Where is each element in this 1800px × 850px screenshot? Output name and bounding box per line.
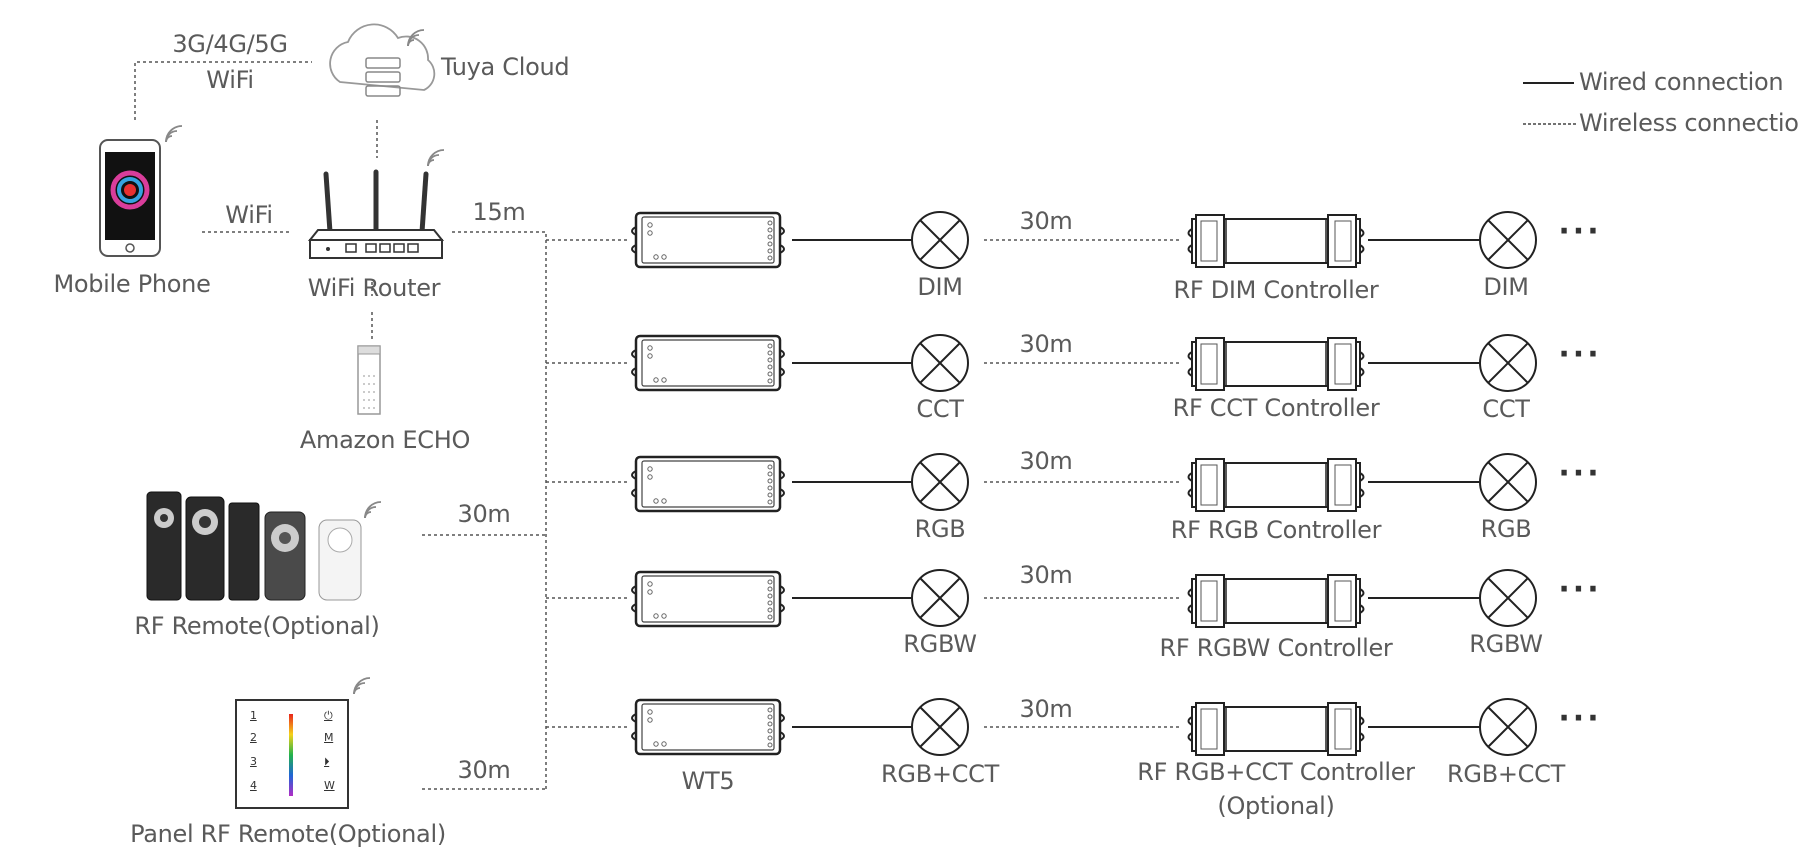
rf-controller-label: RF RGB+CCT Controller [1137,758,1415,786]
panel-remote-function-key: ⏵ [324,755,330,768]
rf-remote-distance-label: 30m [457,500,511,528]
rf-controller-optional-label: (Optional) [1217,792,1335,820]
panel-remote-function-key: W [324,779,335,792]
lamp-type-label-2: DIM [1483,273,1529,301]
rf-controller-label: RF CCT Controller [1172,394,1380,422]
lamp-type-label-2: RGB+CCT [1447,760,1565,788]
amazon-echo-label: Amazon ECHO [299,426,471,454]
lamp-icon [911,698,969,756]
rf-controller-label: RF DIM Controller [1173,276,1379,304]
rf-controller-icon [1187,702,1365,756]
more-devices-ellipsis: ··· [1558,214,1602,249]
cloud-icon [329,23,436,97]
wireless-distance-label: 30m [1019,207,1073,235]
network-label-wifi: WiFi [206,66,254,94]
lamp-icon [1479,569,1537,627]
wireless-distance-label: 30m [1019,561,1073,589]
wireless-distance-label: 30m [1019,330,1073,358]
mobile-phone-icon [99,125,183,257]
wt5-controller-icon [630,211,786,269]
panel-remote-function-key: ⏻ [324,709,333,722]
phone-wifi-label: WiFi [225,201,273,229]
wifi-router-icon [307,149,445,259]
lamp-type-label: RGBW [903,630,977,658]
panel-remote-function-key: M [324,731,334,744]
more-devices-ellipsis: ··· [1558,337,1602,372]
panel-rf-remote-icon [235,677,371,809]
lamp-icon [911,211,969,269]
legend-wired-label: Wired connection [1579,68,1784,96]
rf-controller-icon [1187,574,1365,628]
wt5-controller-icon [630,570,786,628]
lamp-icon [1479,698,1537,756]
amazon-echo-icon [357,345,381,415]
more-devices-ellipsis: ··· [1558,456,1602,491]
tuya-cloud-label: Tuya Cloud [441,53,570,81]
lamp-icon [911,453,969,511]
rf-remote-icons [146,491,382,601]
lamp-type-label-2: RGB [1480,515,1532,543]
rows-layer [630,211,1537,756]
rf-controller-icon [1187,214,1365,268]
rf-controller-icon [1187,458,1365,512]
rf-controller-icon [1187,337,1365,391]
wifi-router-label: WiFi Router [307,274,441,302]
panel-remote-number-key: 3 [250,755,257,768]
hub-links [422,231,628,790]
lamp-type-label: DIM [917,273,963,301]
lamp-icon [1479,453,1537,511]
wt5-controller-icon [630,334,786,392]
lamp-icon [911,569,969,627]
lamp-type-label-2: RGBW [1469,630,1543,658]
wt5-controller-icon [630,698,786,756]
more-devices-ellipsis: ··· [1558,701,1602,736]
rf-controller-label: RF RGB Controller [1170,516,1382,544]
lamp-icon [1479,334,1537,392]
lamp-type-label: RGB+CCT [881,760,999,788]
panel-remote-number-key: 4 [250,779,257,792]
panel-remote-distance-label: 30m [457,756,511,784]
lamp-type-label: RGB [914,515,966,543]
wt5-device-label: WT5 [681,767,735,795]
panel-rf-remote-label: Panel RF Remote(Optional) [130,820,446,848]
more-devices-ellipsis: ··· [1558,572,1602,607]
network-label-cellular: 3G/4G/5G [172,30,288,58]
panel-remote-number-key: 1 [250,709,257,722]
rf-controller-label: RF RGBW Controller [1159,634,1393,662]
lamp-type-label: CCT [916,395,964,423]
lamp-icon [911,334,969,392]
lamp-type-label-2: CCT [1482,395,1530,423]
cloud-links [134,61,378,340]
lamp-icon [1479,211,1537,269]
legend-wireless-label: Wireless connection [1579,109,1800,137]
panel-remote-number-key: 2 [250,731,257,744]
wt5-controller-icon [630,455,786,513]
router-distance-label: 15m [472,198,526,226]
mobile-phone-label: Mobile Phone [53,270,211,298]
wireless-distance-label: 30m [1019,447,1073,475]
wireless-distance-label: 30m [1019,695,1073,723]
rf-remote-label: RF Remote(Optional) [134,612,380,640]
